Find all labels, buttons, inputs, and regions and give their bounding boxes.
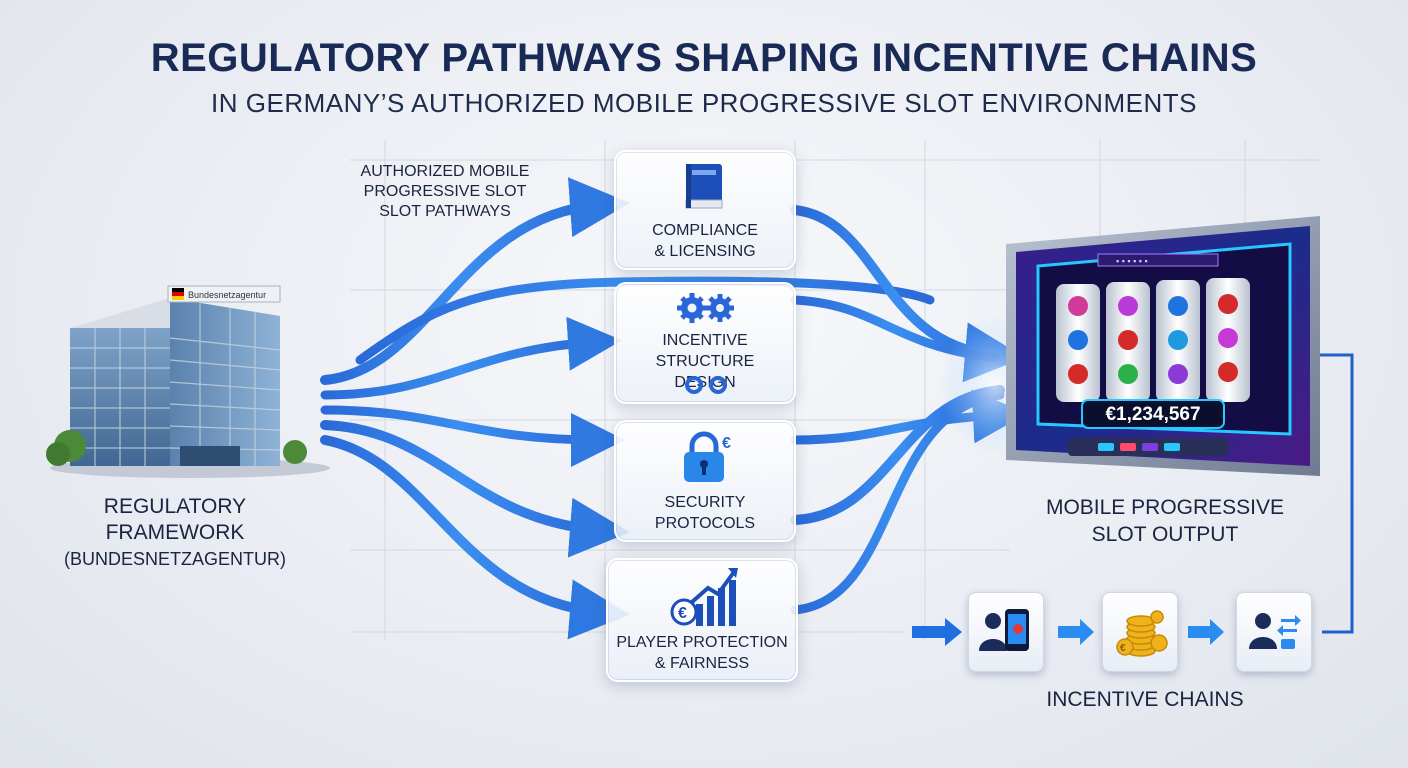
pathways-label-line2: PROGRESSIVE SLOT: [363, 183, 527, 200]
reg-label-line1: REGULATORY: [103, 495, 247, 518]
chain-step-user-transfer[interactable]: [1236, 592, 1312, 672]
flow-top-arc: [355, 276, 935, 365]
page-title: REGULATORY PATHWAYS SHAPING INCENTIVE CH…: [150, 36, 1258, 80]
slot-output-label: MOBILE PROGRESSIVE SLOT OUTPUT: [1020, 494, 1310, 548]
pathways-label: AUTHORIZED MOBILE PROGRESSIVE SLOT SLOT …: [340, 162, 550, 222]
chain-arrow-in: [912, 618, 962, 646]
compliance-label-line1: COMPLIANCE: [652, 222, 758, 239]
chain-step-coins[interactable]: €: [1102, 592, 1178, 672]
svg-text:€: €: [722, 435, 731, 452]
user-transfer-icon: [1249, 613, 1301, 649]
protection-label-line1: PLAYER PROTECTION: [616, 634, 788, 651]
player-mobile-icon: [979, 609, 1029, 651]
regulatory-framework-label: REGULATORY FRAMEWORK (BUNDESNETZAGENTUR): [40, 494, 310, 572]
euro-growth-chart-icon: €: [670, 568, 738, 626]
gears-icon: [677, 293, 734, 323]
security-label-line1: SECURITY: [664, 494, 746, 511]
incentive-chains-label: INCENTIVE CHAINS: [1046, 688, 1244, 711]
slot-machine-screen[interactable]: ▪ ▪ ▪ ▪ ▪ ▪ €1,234,567: [998, 214, 1328, 486]
flow-to-protection: [320, 435, 630, 640]
stage-card-compliance[interactable]: COMPLIANCE & LICENSING: [614, 150, 796, 270]
chain-step-player-mobile[interactable]: [968, 592, 1044, 672]
flow-to-incentive-a: [320, 316, 622, 400]
padlock-euro-icon: €: [684, 431, 731, 482]
page-subtitle: IN GERMANY’S AUTHORIZED MOBILE PROGRESSI…: [211, 88, 1197, 118]
chain-arrow-2: [1188, 619, 1224, 645]
coins-icon: €: [1116, 610, 1168, 657]
gears-small-icon: [685, 376, 727, 394]
building-sign-text: Bundesnetzagentur: [188, 290, 266, 300]
stage-card-player-protection[interactable]: € PLAYER PROTECTION & FAIRNESS: [606, 558, 798, 682]
incentive-label-line1: INCENTIVE STRUCTURE: [655, 332, 755, 370]
pathways-label-line1: AUTHORIZED MOBILE: [360, 163, 530, 180]
security-label-line2: PROTOCOLS: [654, 515, 756, 532]
reg-label-line2: FRAMEWORK: [105, 521, 245, 544]
output-label-line1: MOBILE PROGRESSIVE: [1045, 496, 1285, 519]
stage-card-incentive-design[interactable]: INCENTIVE STRUCTURE DESIGN: [614, 282, 796, 404]
chain-arrow-1: [1058, 619, 1094, 645]
compliance-label-line2: & LICENSING: [654, 243, 756, 260]
rulebook-icon: [685, 164, 723, 209]
flow-to-compliance: [320, 177, 630, 385]
pathways-label-line3: SLOT PATHWAYS: [379, 203, 511, 220]
svg-text:€: €: [1120, 643, 1126, 654]
flow-to-security: [320, 405, 625, 467]
output-connector: [1310, 353, 1354, 634]
stage-card-security[interactable]: € SECURITY PROTOCOLS: [614, 420, 796, 542]
protection-label-line2: & FAIRNESS: [654, 655, 750, 672]
svg-text:▪ ▪ ▪ ▪ ▪ ▪: ▪ ▪ ▪ ▪ ▪ ▪: [1116, 256, 1148, 266]
reg-label-line3: (BUNDESNETZAGENTUR): [63, 549, 286, 569]
flow-to-security-b: [320, 420, 630, 558]
svg-text:€: €: [678, 605, 687, 622]
output-label-line2: SLOT OUTPUT: [1091, 523, 1239, 546]
regulator-building-icon: Bundesnetzagentur: [46, 285, 330, 478]
jackpot-counter: €1,234,567: [1105, 404, 1200, 425]
